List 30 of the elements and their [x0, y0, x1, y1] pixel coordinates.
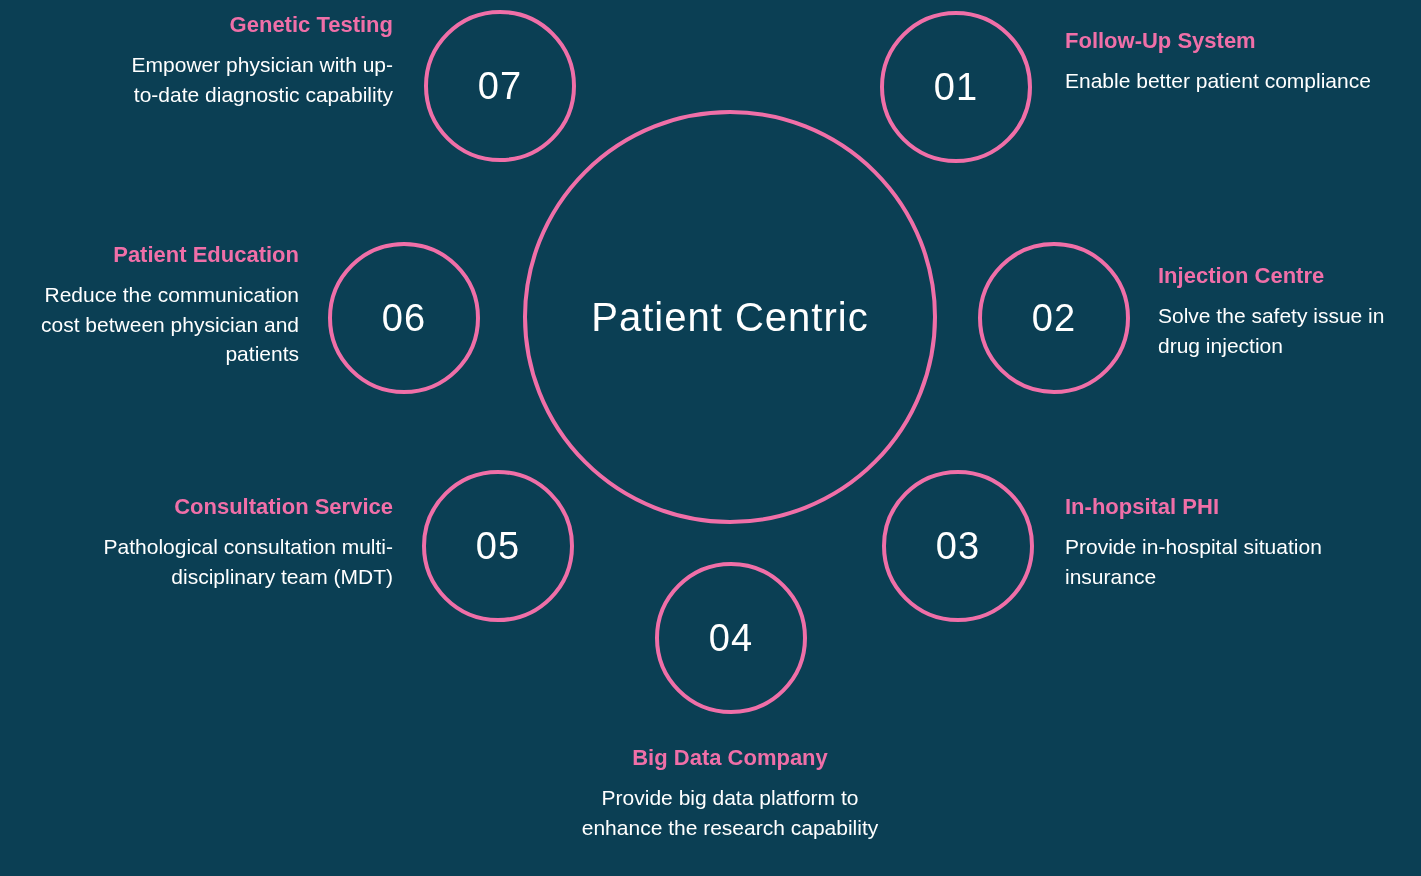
step-number: 06 [381, 296, 427, 340]
item-description: Solve the safety issue in drug injection [1158, 303, 1386, 359]
number-circle [328, 242, 480, 394]
step-number: 07 [477, 64, 523, 108]
center-title: Patient Centric [591, 294, 869, 340]
item-heading: Patient Education [112, 242, 299, 268]
step-number: 04 [708, 616, 754, 660]
number-circle [422, 470, 574, 622]
item-description: Pathological consultation multi-disciplinary team (MDT) [102, 534, 393, 590]
item-heading: Follow-Up System [1065, 28, 1257, 54]
item-description: Enable better patient compliance [1065, 68, 1372, 94]
center-circle [523, 110, 937, 524]
number-circle [880, 11, 1032, 163]
item-description: Provide big data platform to enhance the research capability [580, 785, 880, 841]
step-number: 05 [475, 524, 521, 568]
item-heading: Consultation Service [173, 494, 393, 520]
item-heading: Big Data Company [631, 745, 829, 771]
step-number: 01 [933, 65, 979, 109]
item-description: Provide in-hospital situation insurance [1065, 534, 1323, 590]
item-description: Empower physician with up-to-date diagnostic capability [130, 52, 393, 108]
number-circle [978, 242, 1130, 394]
step-number: 03 [935, 524, 981, 568]
number-circle [424, 10, 576, 162]
item-heading: In-hopsital PHI [1065, 494, 1220, 520]
number-circle [655, 562, 807, 714]
number-circle [882, 470, 1034, 622]
step-number: 02 [1031, 296, 1077, 340]
item-heading: Genetic Testing [228, 12, 393, 38]
item-heading: Injection Centre [1158, 263, 1326, 289]
item-description: Reduce the communication cost between physician and patients [40, 282, 299, 367]
